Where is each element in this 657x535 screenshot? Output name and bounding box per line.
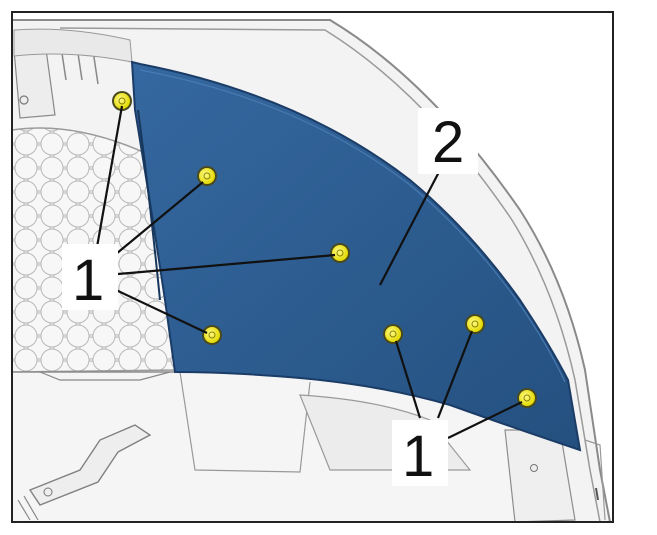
fastener-icon <box>465 314 485 334</box>
fastener-icon <box>383 324 403 344</box>
callout-fasteners-left: 1 <box>72 248 104 313</box>
callout-box-left <box>62 244 118 310</box>
callout-fasteners-right: 1 <box>402 424 434 489</box>
fastener-icon <box>330 243 350 263</box>
fastener-icon <box>202 325 222 345</box>
leader-lines <box>95 105 523 439</box>
cover-panel <box>130 60 582 452</box>
callout-panel: 2 <box>432 110 464 175</box>
pipe-bracket <box>28 424 152 506</box>
callout-box-panel <box>418 108 478 174</box>
callout-box-right <box>392 420 448 486</box>
body-edge-line <box>59 27 601 522</box>
fastener-icon <box>197 166 217 186</box>
fastener-icon <box>517 388 537 408</box>
fastener-icon <box>112 91 132 111</box>
fastener-group <box>112 91 537 408</box>
